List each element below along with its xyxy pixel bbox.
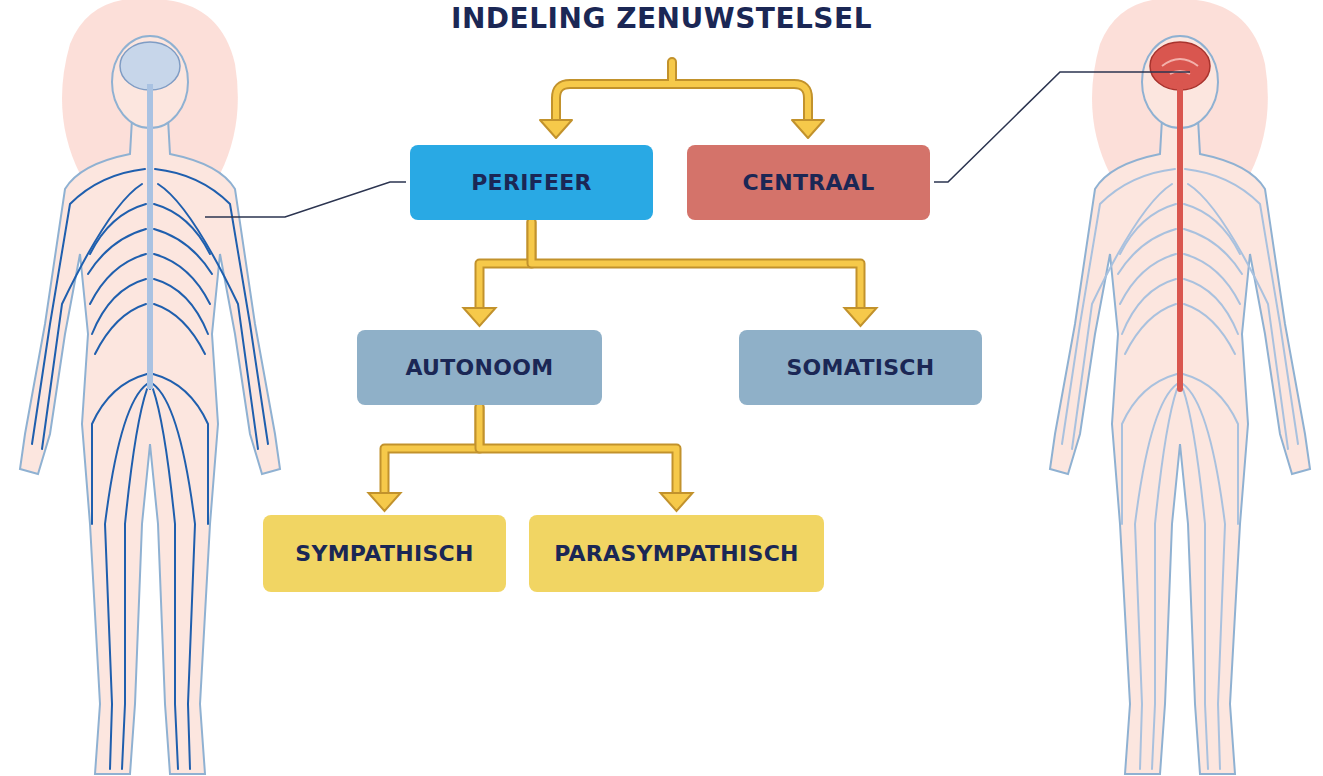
split-arrow: [480, 407, 693, 511]
category-box: PARASYMPATHISCH: [529, 515, 824, 592]
box-label: AUTONOOM: [405, 355, 553, 380]
split-arrow: [532, 222, 877, 326]
diagram-title: INDELING ZENUWSTELSEL: [0, 2, 1323, 35]
box-label: PARASYMPATHISCH: [554, 541, 799, 566]
box-label: SOMATISCH: [786, 355, 934, 380]
category-box: AUTONOOM: [357, 330, 602, 405]
category-box: PERIFEER: [410, 145, 653, 220]
category-box: SYMPATHISCH: [263, 515, 506, 592]
box-label: PERIFEER: [471, 170, 592, 195]
box-label: CENTRAAL: [742, 170, 874, 195]
leader-line: [205, 182, 406, 217]
split-arrow: [369, 407, 480, 511]
split-arrow: [464, 222, 532, 326]
category-box: CENTRAAL: [687, 145, 930, 220]
box-label: SYMPATHISCH: [295, 541, 473, 566]
category-box: SOMATISCH: [739, 330, 982, 405]
top-split-arrow: [540, 62, 824, 138]
leader-line: [934, 72, 1190, 182]
